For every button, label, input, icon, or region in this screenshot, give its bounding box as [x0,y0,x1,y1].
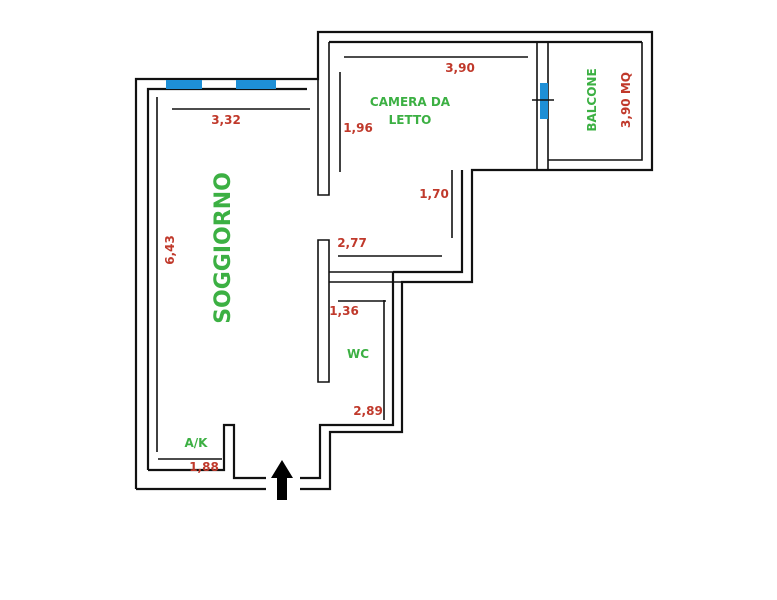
dim-camera-depth: 1,96 [343,121,373,135]
step-wall [393,170,464,274]
dim-camera-width: 3,90 [445,61,475,75]
dim-wc-width: 1,36 [329,304,359,318]
wc-top-wall [329,271,402,283]
label-camera-line2: LETTO [389,113,432,127]
label-wc: WC [347,347,369,361]
label-camera-line1: CAMERA DA [370,95,451,109]
label-ak: A/K [185,436,209,450]
wc-wall-right [330,272,395,427]
window-1 [166,80,202,89]
ak-bottom-inner [148,423,266,480]
dim-corridor-width: 2,77 [337,236,367,250]
window-2 [236,80,276,89]
dim-wc-length: 2,89 [353,404,383,418]
label-balcone: BALCONE [585,68,599,131]
entrance-arrow-icon [271,460,293,500]
balcony-door [540,83,548,119]
dim-soggiorno-length: 6,43 [163,235,177,265]
entrance-jamb-right [300,423,330,480]
label-soggiorno: SOGGIORNO [211,172,236,324]
partition-upper [317,42,330,196]
dim-corridor-depth: 1,70 [419,187,449,201]
dim-soggiorno-width: 3,32 [211,113,241,127]
partition-lower [317,239,330,383]
dim-ak-width: 1,88 [189,460,219,474]
label-balcone-area: 3,90 MQ [619,72,633,128]
